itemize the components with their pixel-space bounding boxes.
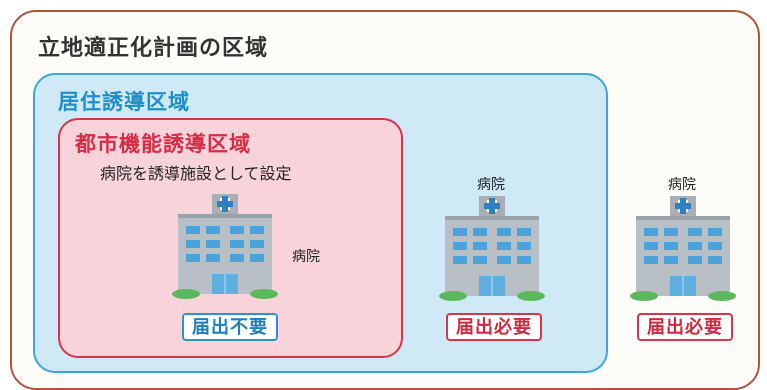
hospital-label: 病院 xyxy=(292,249,320,265)
residential-induction-zone-title: 居住誘導区域 xyxy=(58,90,190,114)
hospital-building-icon xyxy=(437,192,547,302)
hospital-label: 病院 xyxy=(477,177,505,193)
urban-function-induction-zone-title: 都市機能誘導区域 xyxy=(75,132,251,156)
notification-required-badge: 届出必要 xyxy=(446,313,542,341)
hospital-induced-facility-note: 病院を誘導施設として設定 xyxy=(100,164,292,183)
hospital-building-icon xyxy=(170,190,280,300)
notification-required-badge: 届出必要 xyxy=(637,313,733,341)
hospital-label: 病院 xyxy=(668,177,696,193)
location-optimization-plan-title: 立地適正化計画の区域 xyxy=(38,36,269,61)
hospital-building-icon xyxy=(628,192,738,302)
no-notification-required-badge: 届出不要 xyxy=(182,313,278,341)
